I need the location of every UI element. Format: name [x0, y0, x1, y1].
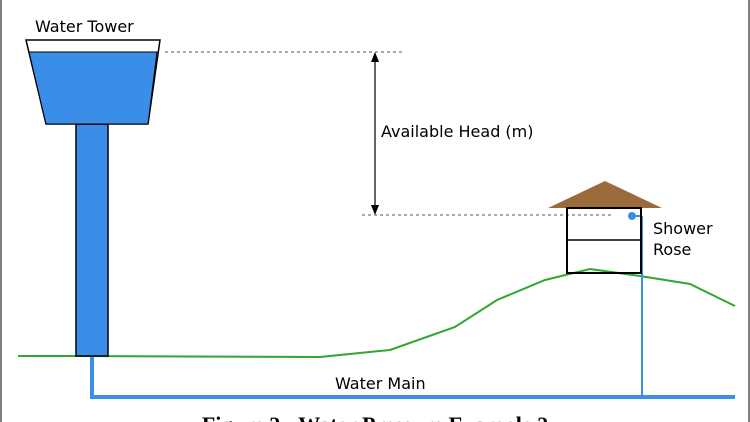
water-tower-tank-water	[28, 51, 158, 125]
figure-caption: Figure 2 - Water Pressure Example 2	[202, 412, 548, 422]
shower-rose-label-line1: Shower	[653, 219, 713, 238]
water-main-pipe	[90, 356, 735, 399]
house-roof	[548, 181, 662, 208]
water-tower-label: Water Tower	[35, 17, 134, 36]
arrow-head-bottom	[371, 205, 379, 215]
shower-rose-label-line2: Rose	[653, 240, 691, 259]
arrow-head-top	[371, 52, 379, 62]
water-main-label: Water Main	[335, 374, 426, 393]
ground-line	[18, 267, 736, 359]
water-tower-column	[75, 123, 109, 357]
shower-rose-head	[628, 212, 636, 220]
available-head-label: Available Head (m)	[381, 122, 534, 141]
